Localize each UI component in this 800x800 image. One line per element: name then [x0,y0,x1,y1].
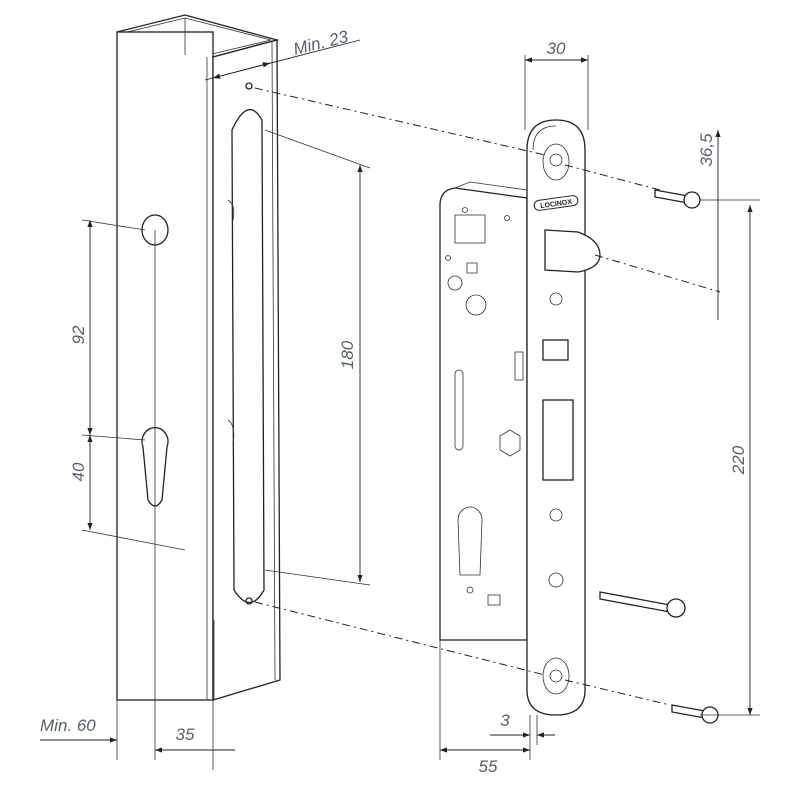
dim-36-5: 36,5 [697,133,716,167]
dim-40: 40 [69,462,88,481]
dim-30: 30 [547,39,566,58]
dim-55: 55 [479,757,498,776]
screw-hole-top [245,82,253,90]
screw-hole-bottom [245,597,253,605]
latch-bolt [544,229,601,273]
dim-180: 180 [338,340,357,369]
dim-min-23: Min. 23 [291,27,350,59]
dim-3: 3 [500,711,510,730]
dim-min-60: Min. 60 [40,716,96,735]
dim-220: 220 [729,445,748,475]
dim-35: 35 [176,725,195,744]
dim-92: 92 [69,325,88,344]
screws [599,189,719,724]
square-tube-post [116,14,281,701]
faceplate: LOCINOX [526,119,601,716]
dimension-lines [40,39,760,770]
dimension-labels: Min. 23 30 36,5 220 180 92 40 Min. 60 35… [40,27,748,776]
alignment-lines [254,87,721,706]
mortise-lock [439,181,528,641]
brand-logo: LOCINOX [540,199,573,210]
